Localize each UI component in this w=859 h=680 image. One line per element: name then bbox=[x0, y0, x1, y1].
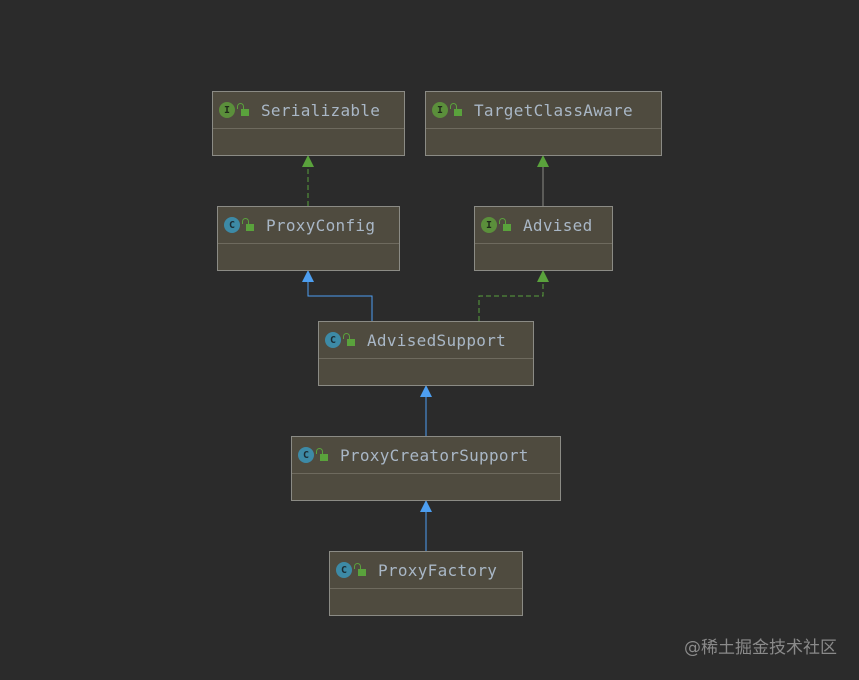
interface-icon: I bbox=[219, 102, 235, 118]
public-icon bbox=[242, 218, 254, 231]
edge-advisedsupport-advised bbox=[478, 270, 549, 321]
interface-icon: I bbox=[432, 102, 448, 118]
public-icon bbox=[499, 218, 511, 231]
class-icon: C bbox=[325, 332, 341, 348]
public-icon bbox=[316, 448, 328, 461]
watermark: @稀土掘金技术社区 bbox=[684, 638, 837, 658]
edge-proxyconfig-serializable bbox=[302, 155, 314, 206]
class-icon: C bbox=[224, 217, 240, 233]
public-icon bbox=[354, 563, 366, 576]
edge-proxycreatorsupport-advisedsupport bbox=[420, 385, 432, 436]
public-icon bbox=[450, 103, 462, 116]
interface-icon: I bbox=[481, 217, 497, 233]
edge-advisedsupport-proxyconfig bbox=[302, 270, 373, 321]
edge-proxyfactory-proxycreatorsupport bbox=[420, 500, 432, 551]
class-icon: C bbox=[336, 562, 352, 578]
class-icon: C bbox=[298, 447, 314, 463]
public-icon bbox=[343, 333, 355, 346]
public-icon bbox=[237, 103, 249, 116]
edge-advised-targetclassaware bbox=[537, 155, 549, 206]
